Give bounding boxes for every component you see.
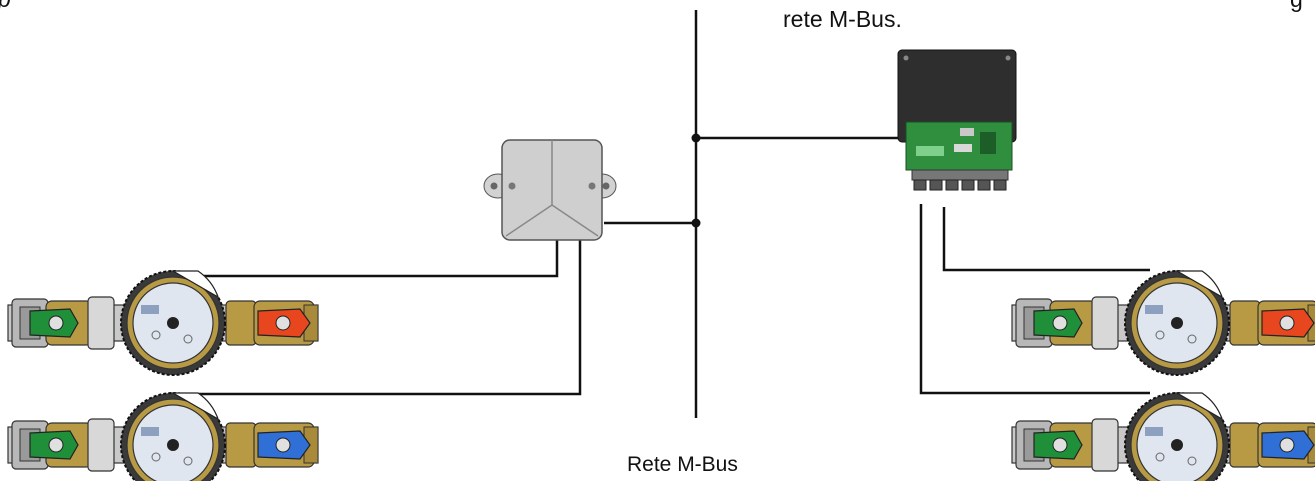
right-meter-lower-wire <box>919 204 1150 395</box>
junction-dot-upper <box>691 133 701 143</box>
left-meter-lower-wire <box>170 240 582 396</box>
clipped-text-right: g <box>1290 0 1303 13</box>
bus-caption: Rete M-Bus <box>627 453 738 476</box>
right-meter-upper-wire <box>942 207 1150 272</box>
junction-dot-lower <box>691 218 701 228</box>
water-meter-icon-left-upper <box>8 271 318 375</box>
water-meter-icon-right-upper <box>1012 271 1315 375</box>
mbus-level-converter-icon <box>897 49 1017 191</box>
network-caption: rete M-Bus. <box>783 6 902 32</box>
water-meter-icon-right-lower <box>1012 393 1315 481</box>
water-meter-icon-left-lower <box>8 393 318 481</box>
clipped-text-left: p <box>0 0 11 13</box>
left-meter-upper-wire <box>170 240 559 278</box>
junction-box-icon <box>483 139 617 241</box>
